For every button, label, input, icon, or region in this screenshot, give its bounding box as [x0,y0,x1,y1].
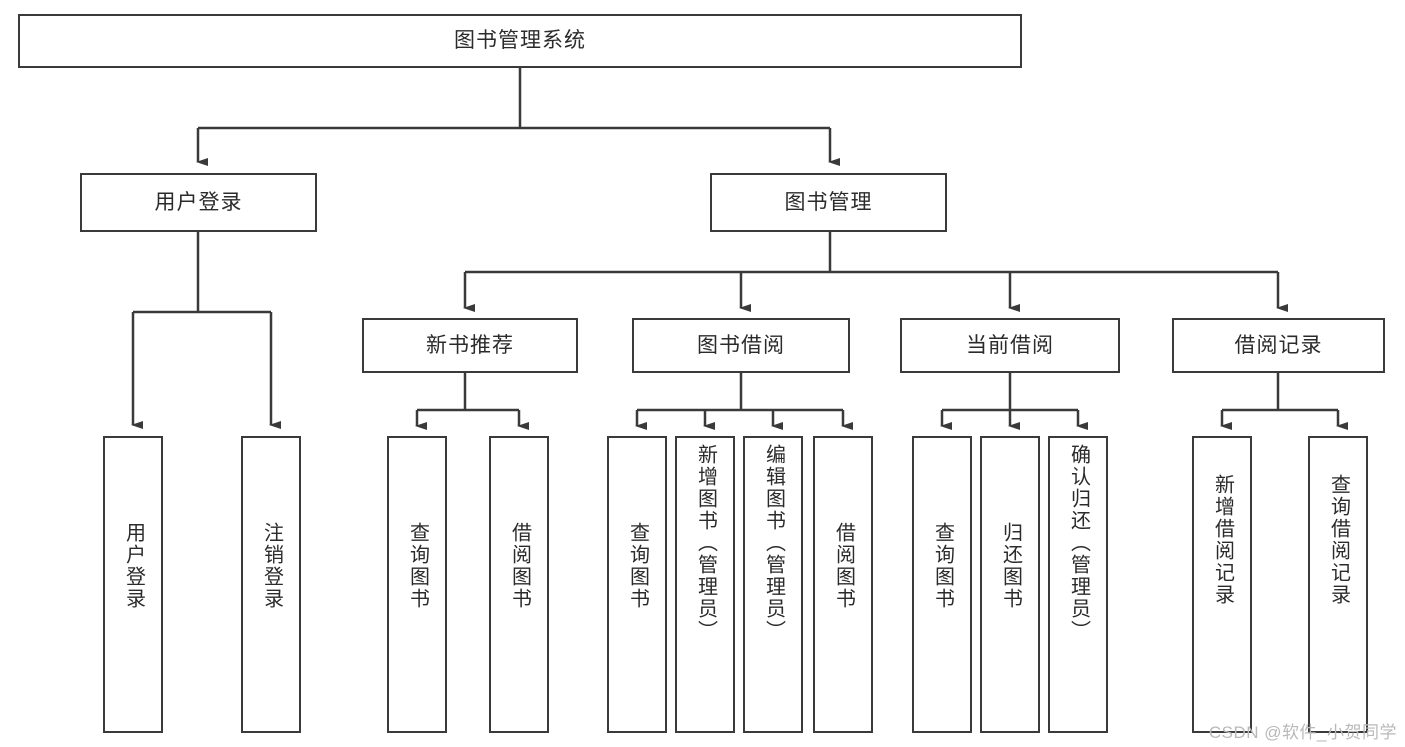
node-book-borrow-label: 图书借阅 [697,333,785,357]
node-leaf-return-book-label: 归还图书 [999,522,1022,610]
node-leaf-add-record[interactable]: 新增借阅记录 [1192,436,1252,733]
node-leaf-query-book-1-label: 查询图书 [406,522,429,610]
node-leaf-query-book-1[interactable]: 查询图书 [387,436,447,733]
node-leaf-query-book-2-label: 查询图书 [626,522,649,610]
node-leaf-confirm-return-label: 确认归还（管理员） [1067,444,1090,642]
node-leaf-add-book[interactable]: 新增图书（管理员） [675,436,735,733]
node-borrow-record-label: 借阅记录 [1234,333,1323,357]
node-root-label: 图书管理系统 [454,29,586,53]
node-book-management[interactable]: 图书管理 [710,173,947,232]
node-leaf-edit-book[interactable]: 编辑图书（管理员） [743,436,803,733]
node-leaf-add-book-label: 新增图书（管理员） [694,444,717,642]
node-current-borrow[interactable]: 当前借阅 [900,318,1120,373]
node-leaf-confirm-return[interactable]: 确认归还（管理员） [1048,436,1108,733]
node-leaf-query-book-2[interactable]: 查询图书 [607,436,667,733]
node-current-borrow-label: 当前借阅 [966,333,1054,357]
node-leaf-query-book-3[interactable]: 查询图书 [912,436,972,733]
node-leaf-logout-label: 注销登录 [260,522,283,610]
node-leaf-add-record-label: 新增借阅记录 [1211,474,1234,606]
node-leaf-borrow-book-1[interactable]: 借阅图书 [489,436,549,733]
node-leaf-query-record[interactable]: 查询借阅记录 [1308,436,1368,733]
node-leaf-return-book[interactable]: 归还图书 [980,436,1040,733]
node-new-book-recommend-label: 新书推荐 [426,333,514,357]
node-leaf-user-login[interactable]: 用户登录 [103,436,163,733]
node-leaf-query-book-3-label: 查询图书 [931,522,954,610]
node-user-login[interactable]: 用户登录 [80,173,317,232]
node-user-login-label: 用户登录 [154,190,243,214]
node-root[interactable]: 图书管理系统 [18,14,1022,68]
node-book-management-label: 图书管理 [784,190,873,214]
node-leaf-borrow-book-2-label: 借阅图书 [832,522,855,610]
node-leaf-logout[interactable]: 注销登录 [241,436,301,733]
node-leaf-query-record-label: 查询借阅记录 [1327,474,1350,606]
node-book-borrow[interactable]: 图书借阅 [632,318,850,373]
node-borrow-record[interactable]: 借阅记录 [1172,318,1385,373]
node-new-book-recommend[interactable]: 新书推荐 [362,318,578,373]
csdn-watermark: CSDN @软件_小贺同学 [1208,723,1397,742]
node-leaf-borrow-book-1-label: 借阅图书 [508,522,531,610]
node-leaf-edit-book-label: 编辑图书（管理员） [762,444,785,642]
node-leaf-user-login-label: 用户登录 [122,522,145,610]
node-leaf-borrow-book-2[interactable]: 借阅图书 [813,436,873,733]
